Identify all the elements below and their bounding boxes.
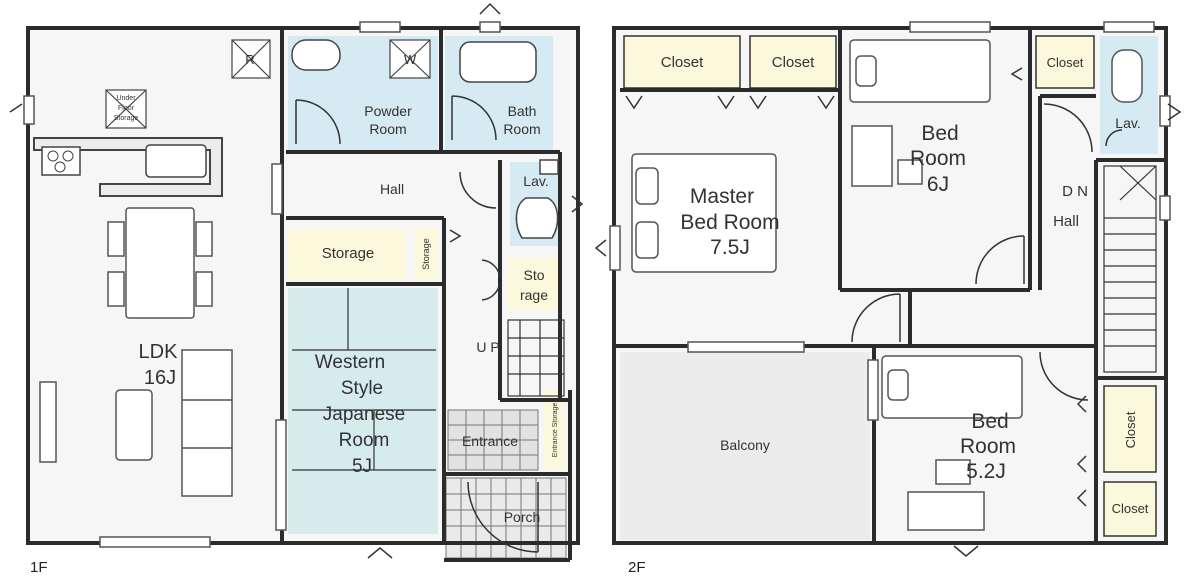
balcony-label: Balcony [720,437,770,453]
sto-rage-label-2: rage [520,287,548,303]
entrance-label: Entrance [462,433,518,449]
japanese-room-label-1: Western [315,352,385,373]
underfloor-label-1: Under [116,95,136,102]
entrance-storage-area [544,390,564,468]
floor2-walls [612,26,1168,545]
ldk-label-1: LDK [139,341,179,363]
porch-label: Porch [504,509,541,525]
floor1-plan: R W Under Floor Storage Powder Room Bath… [9,2,584,576]
lav-label-1f: Lav. [523,173,548,189]
hall-label-2f: Hall [1053,213,1079,230]
closet-b-area [749,35,837,89]
stairs-2f [1103,165,1157,373]
japanese-room-label-5: 5J [352,456,372,477]
closet-e-area [1103,481,1157,537]
bed-room-6j-label-1: Bed [921,122,958,145]
r-mark-label: R [245,52,254,67]
japanese-room-label-3: Japanese [323,404,405,425]
storage-small-area [414,228,438,280]
floor1-walls [26,26,580,562]
closet-a-area [623,35,741,89]
vent-boxes [105,39,431,129]
closet-c-area [1035,35,1095,89]
windows-2f [609,21,1171,421]
tatami-lines [292,288,436,471]
floor1-label: 1F [30,559,48,576]
bedroom-furniture-2f [631,39,1143,531]
bed-room-52j-label-2: Room [960,435,1016,458]
w-mark-label: W [404,52,417,67]
closet-c-label: Closet [1047,55,1084,70]
closet-door-arrows [625,67,1087,507]
lav-label-2f: Lav. [1115,115,1140,131]
dn-label: D N [1062,183,1088,200]
stairs-1f [507,319,565,397]
bed-room-52j-label-1: Bed [971,410,1008,433]
japanese-room-label-4: Room [339,430,390,451]
master-bed-room-label-1: Master [690,185,754,208]
floor2-label: 2F [628,559,646,576]
closet-b-label: Closet [772,54,815,71]
underfloor-label-2: Floor [118,105,135,112]
master-bed-room-label-3: 7.5J [710,236,750,259]
closet-d-area [1103,385,1157,473]
powder-room-label-2: Room [369,121,406,137]
master-bed-room-label-2: Bed Room [680,211,779,234]
bed-room-6j-label-2: Room [910,147,966,170]
closet-a-label: Closet [661,54,704,71]
entrance-storage-label: Entrance Storage [552,403,559,458]
bath-room-label-2: Room [503,121,540,137]
storage-label: Storage [322,245,375,262]
opening-arrows-1f [9,2,584,559]
underfloor-label-3: Storage [114,115,139,122]
bath-room-label-1: Bath [508,103,537,119]
opening-arrows-2f [594,103,1182,557]
hall-label-1f: Hall [380,181,404,197]
windows-1f [23,21,501,548]
living-furniture [39,349,233,497]
sto-rage-label-1: Sto [523,267,544,283]
door-swings-2f [851,103,1123,401]
storage-area [288,228,406,280]
sto-rage-area [508,258,560,310]
bed-room-52j-label-3: 5.2J [966,460,1006,483]
bed-room-6j-label-3: 6J [927,173,949,196]
dining-set [107,207,213,319]
floor2-plan: Closet Closet Closet Closet Closet Maste… [594,21,1182,576]
closet-d-label: Closet [1123,411,1138,448]
japanese-room-area [288,288,438,534]
powder-room-label-1: Powder [364,103,412,119]
balcony-area [620,352,870,540]
storage-small-label: Storage [421,238,431,270]
up-label: U P [476,339,499,355]
closet-e-label: Closet [1112,501,1149,516]
bath-fixtures-1f [291,39,559,239]
japanese-room-label-2: Style [341,378,383,399]
ldk-label-2: 16J [144,367,176,389]
door-swings-1f [295,95,539,553]
entrance-tiles [447,409,539,471]
kitchen-counter [33,137,223,197]
